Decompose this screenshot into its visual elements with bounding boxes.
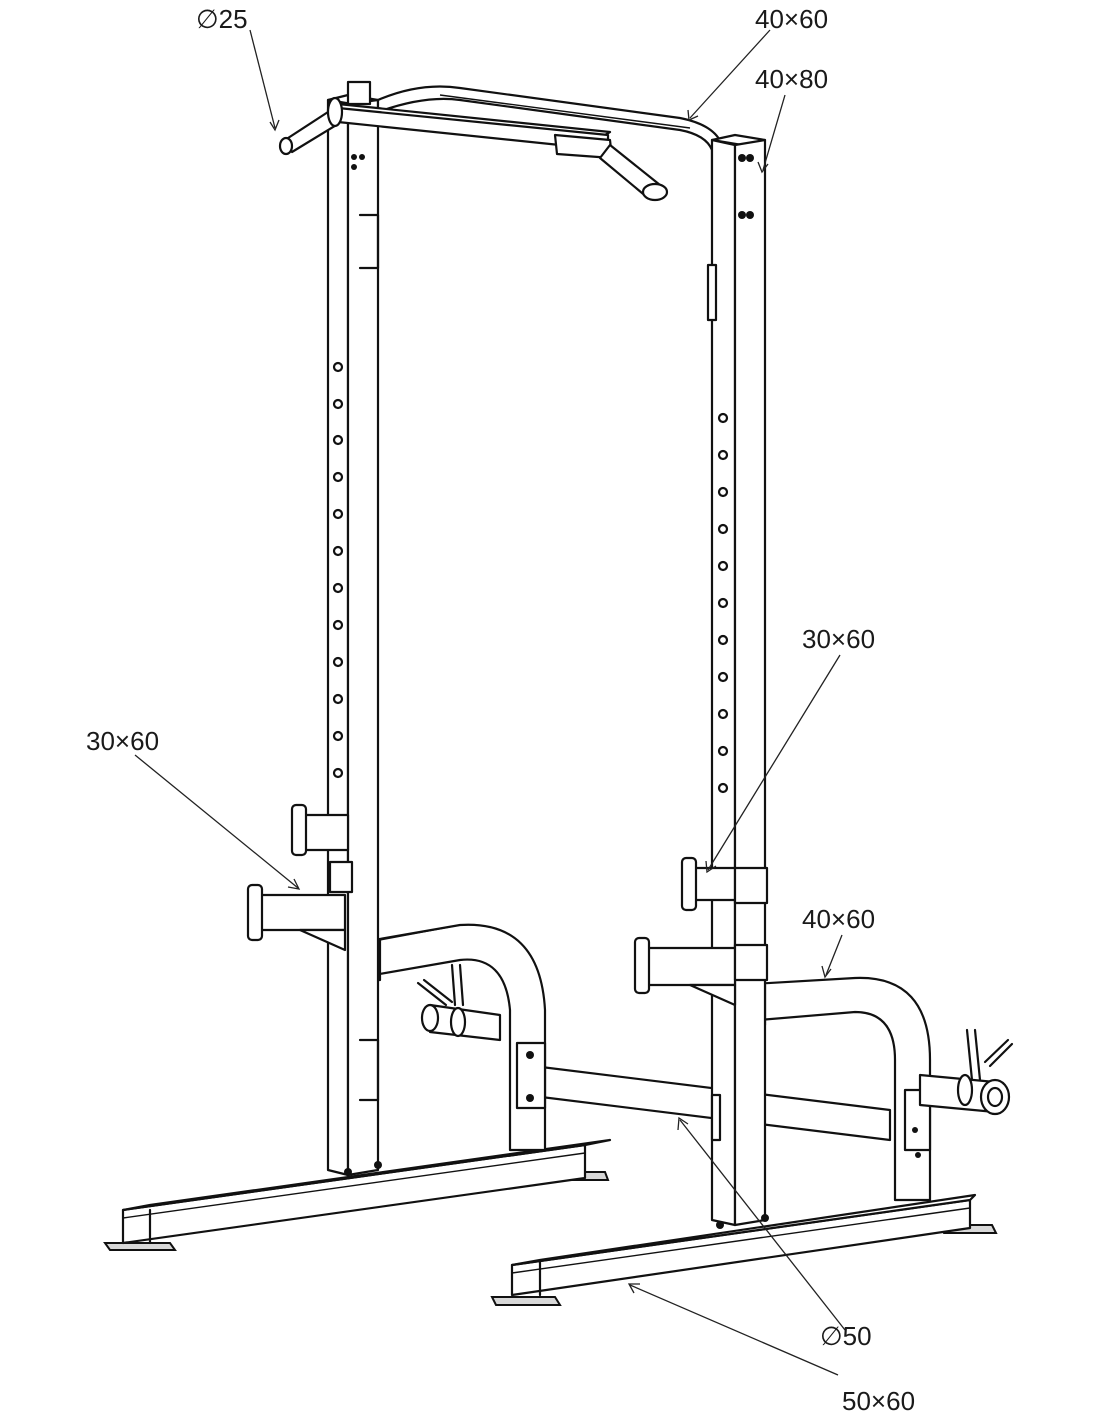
right-upright [706,133,769,1229]
left-safety-arm [246,860,354,952]
label-right-plate-holder-frame: 40×60 [802,904,875,934]
label-right-safety-arm: 30×60 [802,624,875,654]
pull-up-bar [278,96,669,202]
right-base-foot [490,1193,998,1306]
left-base-foot [103,1138,612,1251]
right-safety-arm [633,936,769,1007]
right-plate-holder-frame [733,976,1014,1202]
label-rear-bar-diameter: ∅50 [820,1321,872,1351]
label-top-bar-diameter: ∅25 [196,4,248,34]
left-j-hook-upper [290,803,350,857]
right-j-hook-upper [680,856,769,912]
label-left-safety-arm: 30×60 [86,726,159,756]
left-adjustment-holes [332,361,344,779]
rear-cross-bar [515,1063,892,1142]
label-upright: 40×80 [755,64,828,94]
label-top-crossbar: 40×60 [755,4,828,34]
right-adjustment-holes [717,412,729,794]
label-base-tube: 50×60 [842,1386,915,1416]
leader-lines [134,29,846,1376]
left-upright [326,80,382,1177]
